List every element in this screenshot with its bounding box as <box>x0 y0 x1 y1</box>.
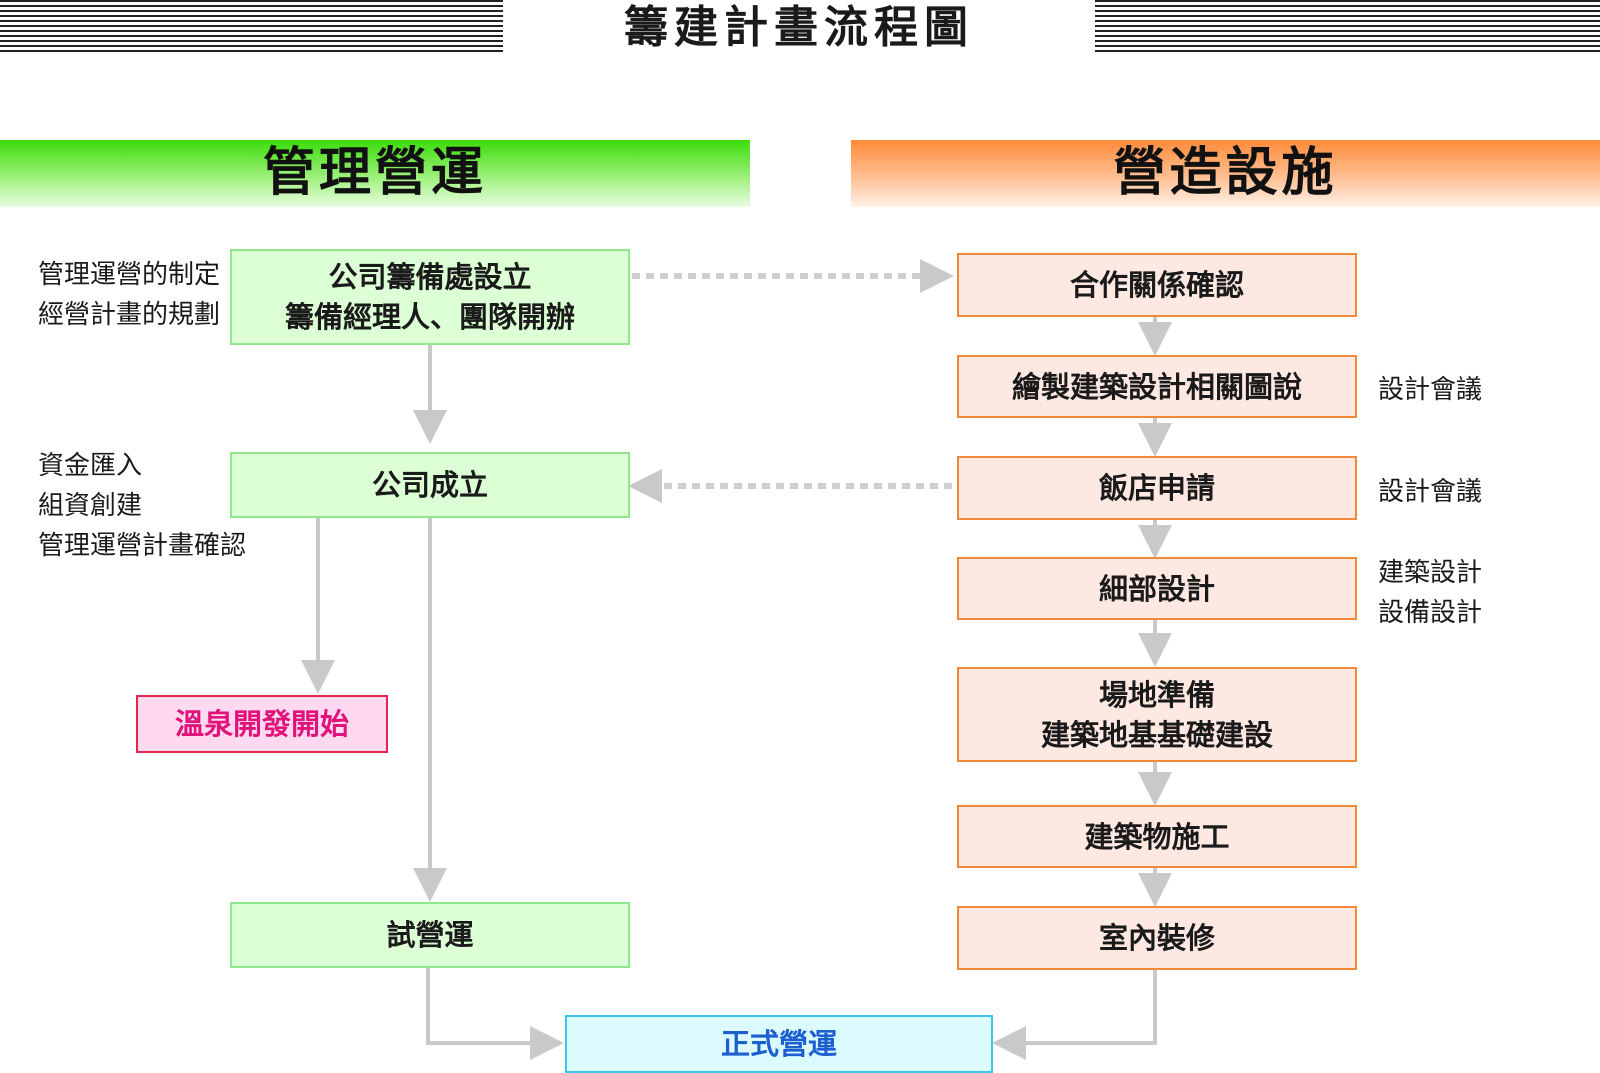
note-design-meeting-1: 設計會議 <box>1378 370 1482 410</box>
note-line: 設計會議 <box>1378 375 1483 405</box>
note-line: 設備設計 <box>1378 598 1483 628</box>
step-line: 合作關係確認 <box>1069 268 1244 302</box>
step-hotel-application: 飯店申請 <box>957 456 1357 520</box>
step-site-preparation: 場地準備 建築地基基礎建設 <box>957 667 1357 762</box>
note-line: 組資創建 <box>38 491 143 521</box>
note-management-planning: 管理運營的制定 經營計畫的規劃 <box>38 255 220 335</box>
step-line: 公司籌備處設立 <box>328 260 532 294</box>
note-design-meeting-2: 設計會議 <box>1378 472 1482 512</box>
step-line: 細部設計 <box>1098 571 1215 606</box>
step-company-preparation: 公司籌備處設立 籌備經理人、團隊開辦 <box>230 249 630 345</box>
step-line: 公司成立 <box>371 468 488 502</box>
note-architecture-equipment-design: 建築設計 設備設計 <box>1378 553 1482 633</box>
step-line: 飯店申請 <box>1098 471 1215 505</box>
step-detailed-design: 細部設計 <box>957 557 1357 620</box>
step-interior-decoration: 室內裝修 <box>957 906 1357 970</box>
step-line: 正式營運 <box>720 1027 837 1061</box>
note-capital-and-setup: 資金匯入 組資創建 管理運營計畫確認 <box>38 446 246 566</box>
step-line: 溫泉開發開始 <box>174 707 349 741</box>
step-architectural-drawings: 繪製建築設計相關圖說 <box>957 355 1357 418</box>
note-line: 經營計畫的規劃 <box>38 300 221 330</box>
note-line: 管理運營計畫確認 <box>38 531 247 561</box>
note-line: 建築設計 <box>1378 558 1483 588</box>
step-line: 建築地基基礎建設 <box>1040 717 1273 752</box>
step-line: 建築物施工 <box>1084 819 1230 854</box>
step-hot-spring-development: 溫泉開發開始 <box>136 695 388 753</box>
note-line: 資金匯入 <box>38 451 143 481</box>
step-partnership-confirmation: 合作關係確認 <box>957 253 1357 317</box>
arrow-trial-to-final <box>426 968 564 1060</box>
step-line: 繪製建築設計相關圖說 <box>1011 369 1302 404</box>
decorative-stripes-left <box>0 0 503 52</box>
step-official-operation: 正式營運 <box>565 1015 993 1073</box>
step-line: 室內裝修 <box>1098 921 1215 955</box>
note-line: 管理運營的制定 <box>38 260 221 290</box>
decorative-stripes-right <box>1095 0 1600 52</box>
management-section-header: 管理營運 <box>0 140 750 207</box>
step-building-construction: 建築物施工 <box>957 805 1357 868</box>
step-company-established: 公司成立 <box>230 452 630 518</box>
step-line: 試營運 <box>386 918 474 952</box>
arrow-interior-to-final <box>992 970 1157 1060</box>
note-line: 設計會議 <box>1378 477 1483 507</box>
page-title: 籌建計畫流程圖 <box>624 2 974 53</box>
construction-section-header: 營造設施 <box>851 140 1600 207</box>
step-line: 籌備經理人、團隊開辦 <box>284 300 575 334</box>
step-line: 場地準備 <box>1098 677 1215 712</box>
step-trial-operation: 試營運 <box>230 902 630 968</box>
